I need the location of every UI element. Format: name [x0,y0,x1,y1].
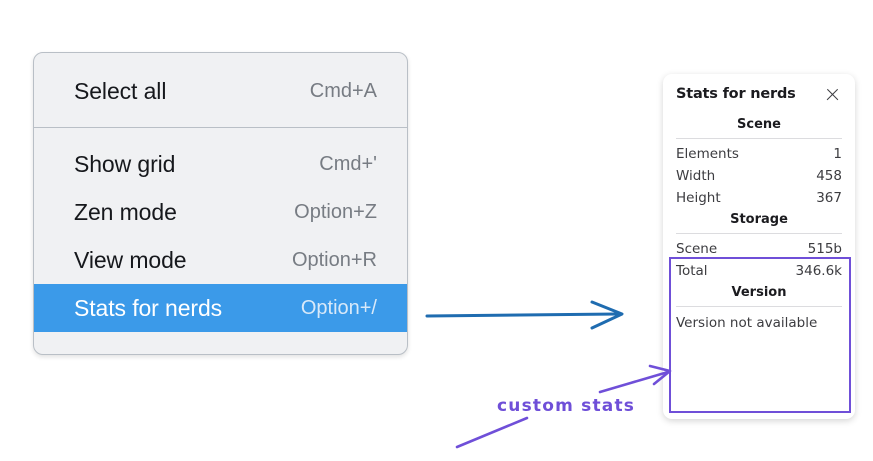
stats-for-nerds-panel[interactable]: Stats for nerds Scene Elements 1 Width 4… [663,74,855,419]
close-icon[interactable] [825,87,840,102]
menu-item-shortcut: Option+/ [300,296,377,319]
stat-row-height: Height 367 [676,187,842,209]
version-not-available-text: Version not available [676,315,818,331]
annotation-underline-purple [455,416,529,449]
menu-separator [34,127,407,128]
menu-item-view-mode[interactable]: View mode Option+R [34,236,407,284]
stat-row-storage-total: Total 346.6k [676,260,842,282]
menu-bottom-padding [34,332,407,348]
stat-value: 1 [833,146,842,162]
menu-item-label: View mode [74,246,187,273]
menu-item-label: Select all [74,77,167,104]
stat-row-width: Width 458 [676,165,842,187]
menu-group-top: Select all Cmd+A [34,53,407,127]
section-rule [676,233,842,234]
menu-item-shortcut: Option+R [291,248,377,271]
stats-panel-body: Stats for nerds Scene Elements 1 Width 4… [663,74,855,331]
stat-label: Scene [676,241,718,257]
menu-item-stats-for-nerds[interactable]: Stats for nerds Option+/ [34,284,407,332]
context-menu[interactable]: Select all Cmd+A Show grid Cmd+' Zen mod… [33,52,408,355]
annotation-label-custom-stats: custom stats [497,396,636,416]
stat-row-elements: Elements 1 [676,143,842,165]
stat-value: 515b [807,241,842,257]
menu-item-zen-mode[interactable]: Zen mode Option+Z [34,188,407,236]
stat-value: 367 [816,190,842,206]
section-heading-storage: Storage [730,212,788,227]
flow-arrow-blue [425,300,624,330]
section-heading-version: Version [731,285,787,300]
stats-panel-title: Stats for nerds [676,86,796,102]
stat-row-storage-scene: Scene 515b [676,238,842,260]
annotation-arrow-purple [598,364,672,394]
menu-item-shortcut: Cmd+A [309,79,377,102]
menu-item-shortcut: Cmd+' [319,152,377,175]
menu-item-label: Show grid [74,150,176,177]
menu-item-label: Stats for nerds [74,294,223,321]
menu-item-select-all[interactable]: Select all Cmd+A [34,67,407,115]
section-heading-scene: Scene [737,117,781,132]
section-rule [676,138,842,139]
stat-label: Elements [676,146,739,162]
section-rule [676,306,842,307]
stats-panel-header: Stats for nerds [676,86,842,102]
stat-label: Width [676,168,716,184]
menu-item-show-grid[interactable]: Show grid Cmd+' [34,140,407,188]
menu-group-view: Show grid Cmd+' Zen mode Option+Z View m… [34,128,407,348]
stat-label: Total [676,263,708,279]
stat-value: 346.6k [795,263,842,279]
menu-item-label: Zen mode [74,198,177,225]
menu-item-shortcut: Option+Z [294,200,377,223]
stat-value: 458 [816,168,842,184]
stat-label: Height [676,190,721,206]
